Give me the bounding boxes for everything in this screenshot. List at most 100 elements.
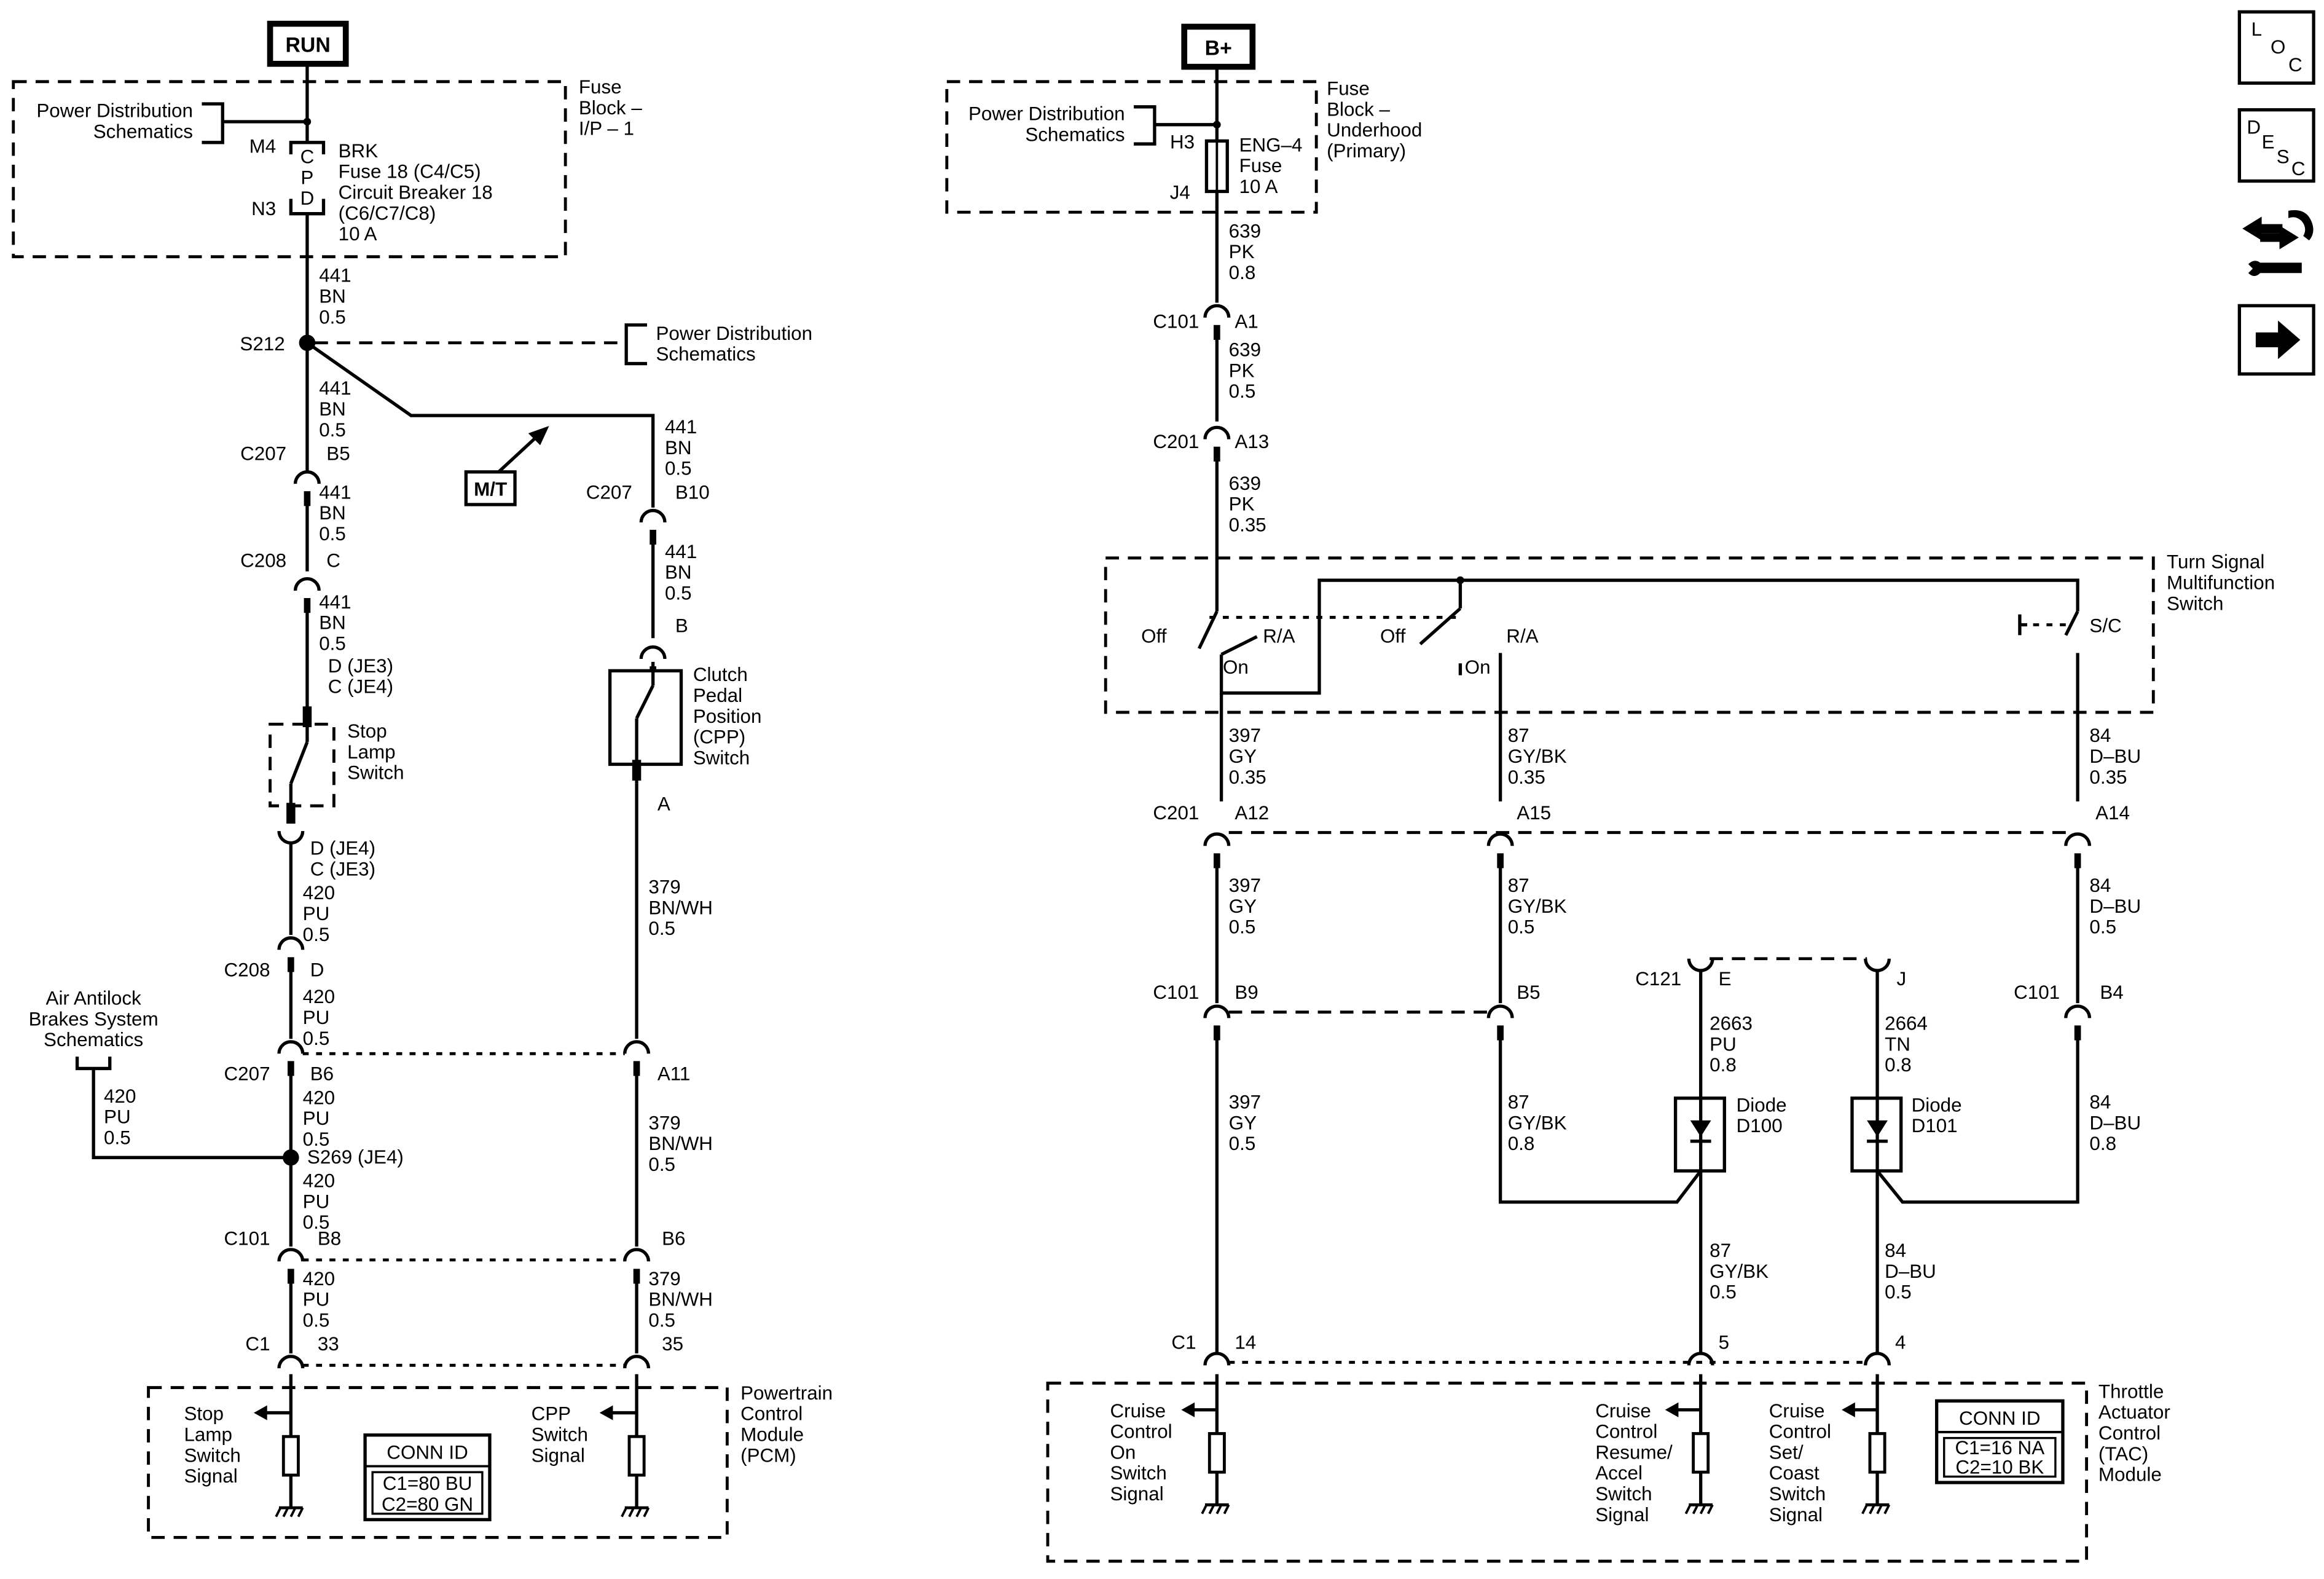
desc-letter-e: E (2262, 131, 2275, 152)
wire-420-d-3: 0.5 (303, 1211, 330, 1233)
wire-420-b-3: 0.5 (303, 1028, 330, 1049)
sig-resume-2: Control (1595, 1421, 1657, 1443)
on2-label: On (1465, 656, 1491, 678)
connector-tools-icon[interactable] (2242, 210, 2314, 277)
pin-33-label: 33 (318, 1333, 339, 1355)
wire-420-c-2: PU (303, 1108, 330, 1129)
wire-84-b-3: 0.5 (2089, 916, 2116, 938)
pcm-conn-id-table (363, 1433, 492, 1522)
tsm-line1: Turn Signal (2167, 551, 2264, 573)
cpp-switch-2: Pedal (693, 685, 742, 706)
tac-line5: Module (2098, 1464, 2162, 1486)
wire-379-c-3: 0.5 (648, 1310, 675, 1331)
pcm-line3: Module (740, 1423, 804, 1445)
cpp-switch-1: Clutch (693, 664, 748, 685)
wire-441-r2-3: 0.5 (665, 582, 692, 604)
wire-379-a-1: 379 (648, 876, 680, 898)
wire-639-a-3: 0.8 (1229, 262, 1256, 283)
pcm-conn-id-title: CONN ID (387, 1441, 468, 1463)
c207-b-label: C207 (224, 1063, 270, 1085)
c1-right-label: C1 (1171, 1332, 1196, 1353)
wire-87-b-2: GY/BK (1508, 896, 1567, 917)
wire-420-a-5: 0.5 (303, 924, 330, 945)
sig-on-2: Control (1110, 1421, 1172, 1443)
wire-84-d-3: 0.5 (1885, 1282, 1912, 1303)
wire-2663-1: 2663 (1710, 1013, 1753, 1034)
sig-on-1: Cruise (1110, 1400, 1166, 1422)
tsm-line3: Switch (2167, 593, 2223, 614)
wire-84-d-1: 84 (1885, 1240, 1906, 1261)
wire-441-b-1: 441 (319, 377, 351, 399)
b5-label: B5 (1517, 982, 1540, 1003)
right-circuit: B+ Fuse Block – Underhood (Primary) Powe… (945, 23, 2275, 1563)
wire-441-a-3: 0.5 (319, 306, 346, 328)
brk-line4: (C6/C7/C8) (339, 202, 436, 224)
h3-label: H3 (1170, 131, 1195, 152)
stop-signal-1: Stop (184, 1403, 224, 1425)
desc-letter-c: C (2291, 158, 2306, 179)
cruise-on-resistor (1207, 1431, 1226, 1474)
a14-label: A14 (2095, 802, 2130, 824)
cruise-set-resistor (1868, 1431, 1886, 1474)
cpp-switch-3: Position (693, 706, 762, 727)
sig-resume-5: Switch (1595, 1483, 1652, 1505)
sig-resume-3: Resume/ (1595, 1441, 1673, 1463)
uh-pds-1: Power Distribution (968, 103, 1125, 125)
abs-line3: Schematics (44, 1029, 143, 1050)
abs-line2: Brakes System (29, 1008, 159, 1030)
wire-441-r1-2: BN (665, 437, 692, 459)
bplus-label: B+ (1205, 36, 1232, 60)
wire-397-c-2: GY (1229, 1112, 1257, 1133)
mt-label: M/T (474, 478, 507, 500)
pcm-line4: (PCM) (740, 1444, 796, 1466)
b6r-label: B6 (662, 1228, 685, 1250)
wire-397-a-1: 397 (1229, 725, 1261, 746)
tac-conn-id-c1: C1=16 NA (1955, 1437, 2044, 1459)
desc-button[interactable]: D E S C (2237, 108, 2315, 183)
nav-icons: L O C D E S C (2237, 10, 2315, 376)
stop-signal-4: Signal (184, 1465, 237, 1487)
ra2-label: R/A (1506, 625, 1538, 647)
b4-label: B4 (2100, 982, 2123, 1003)
on1-label: On (1223, 656, 1249, 678)
pin-4-label: 4 (1895, 1332, 1906, 1353)
c208-b-label: C208 (224, 959, 270, 981)
c101-label: C101 (224, 1228, 270, 1250)
loc-button[interactable]: L O C (2237, 10, 2315, 85)
cpp-signal-3: Signal (532, 1444, 585, 1466)
diode-d101 (1850, 1097, 1903, 1173)
a15-label: A15 (1517, 802, 1551, 824)
sig-set-3: Set/ (1769, 1441, 1804, 1463)
cpd-c: C (300, 146, 315, 168)
wire-87-a-3: 0.35 (1508, 766, 1545, 788)
cpd-p: P (300, 167, 313, 188)
wire-87-a-1: 87 (1508, 725, 1529, 746)
ground-icon (622, 1508, 648, 1516)
cpd-d: D (300, 187, 315, 209)
wire-397-a-3: 0.35 (1229, 766, 1266, 788)
wire-2664-1: 2664 (1885, 1013, 1928, 1034)
wire-420-b-2: PU (303, 1007, 330, 1028)
diode-d100 (1673, 1097, 1726, 1173)
wire-441-d-1: 441 (319, 591, 351, 613)
ground-icon (1202, 1505, 1228, 1513)
d-pin-label: D (310, 959, 324, 981)
splice-s269 (283, 1149, 299, 1166)
wire-397-c-1: 397 (1229, 1092, 1261, 1113)
sc-label: S/C (2089, 615, 2121, 637)
wire-441-r2-1: 441 (665, 541, 697, 562)
uh-fuse-block-3: Underhood (1327, 119, 1422, 141)
wire-2664-2: TN (1885, 1033, 1910, 1055)
wire-397-b-1: 397 (1229, 875, 1261, 896)
wire-441-b-2: BN (319, 398, 346, 420)
s212-label: S212 (240, 333, 285, 355)
uh-fuse-block-4: (Primary) (1327, 140, 1406, 162)
sig-set-4: Coast (1769, 1462, 1820, 1484)
right-arrow-icon[interactable] (2237, 304, 2315, 376)
wire-420-e-3: 0.5 (303, 1310, 330, 1331)
s269-label: S269 (JE4) (307, 1146, 404, 1168)
pin-35-label: 35 (662, 1333, 683, 1355)
wire-87-b-1: 87 (1508, 875, 1529, 896)
a13-label: A13 (1235, 431, 1269, 452)
tac-conn-id-table (1935, 1399, 2065, 1484)
